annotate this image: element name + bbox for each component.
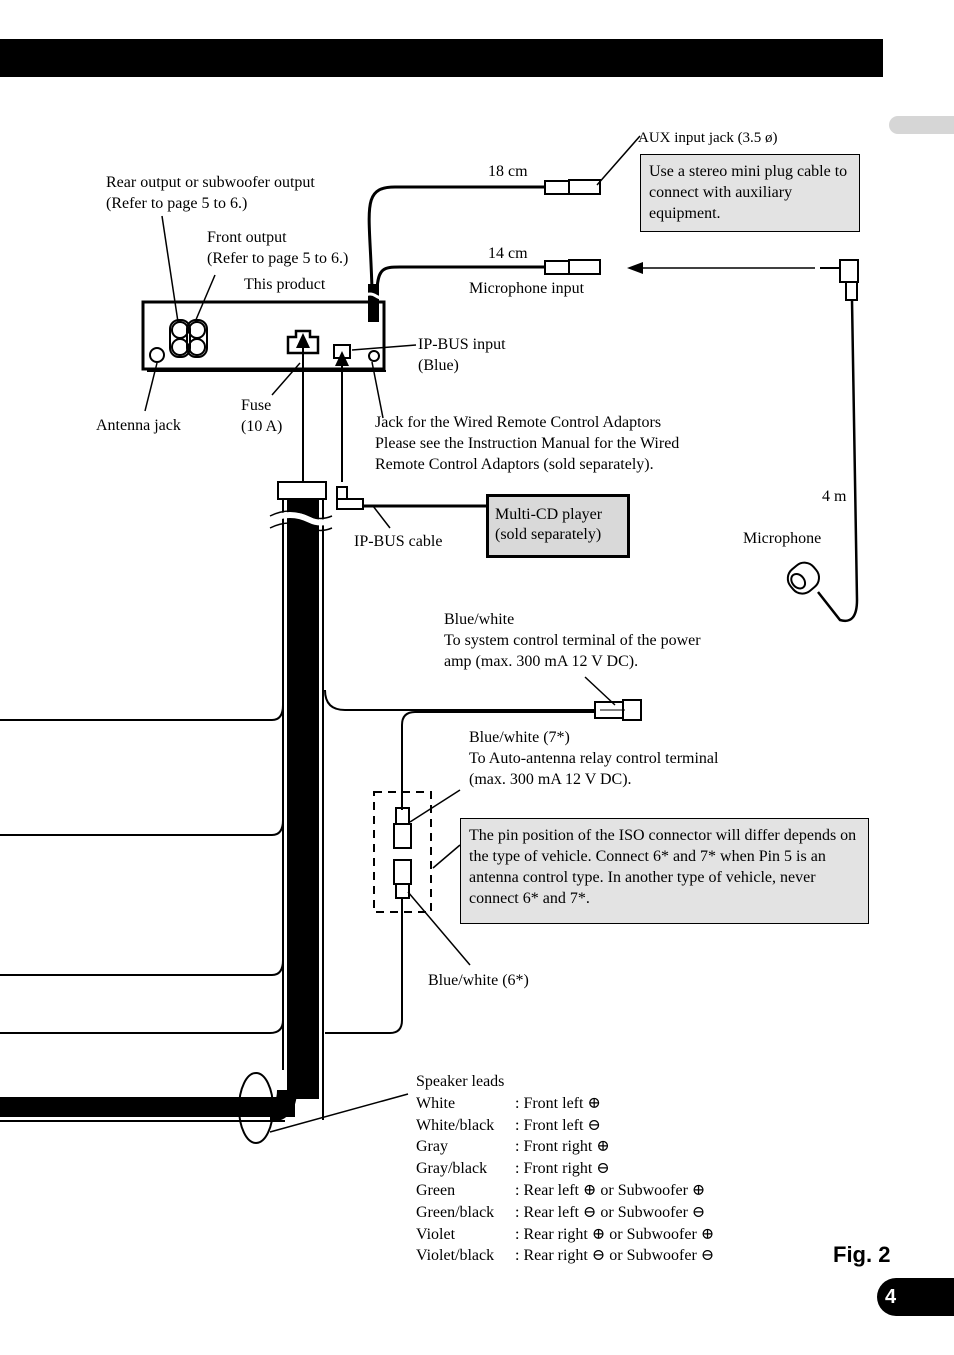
speaker-lead-row: Green: Rear left ⊕ or Subwoofer ⊕ (416, 1181, 706, 1199)
length-4m: 4 m (822, 488, 847, 505)
speaker-lead-row: Violet: Rear right ⊕ or Subwoofer ⊕ (416, 1225, 715, 1243)
speaker-lead-row: Violet/black: Rear right ⊖ or Subwoofer … (416, 1247, 715, 1265)
microphone-label: Microphone (743, 530, 822, 547)
aux-jack-label: AUX input jack (3.5 ø) (638, 130, 778, 146)
head-unit (141, 300, 386, 371)
ipbus-cable-label: IP-BUS cable (354, 533, 443, 550)
speaker-lead-row: Green/black: Rear left ⊖ or Subwoofer ⊖ (416, 1203, 706, 1221)
wired-remote-label: Jack for the Wired Remote Control Adapto… (375, 414, 680, 473)
length-14cm: 14 cm (488, 245, 528, 262)
multi-cd-player-box: Multi-CD player (sold separately) (486, 494, 630, 558)
antenna-jack-label: Antenna jack (96, 417, 181, 434)
speaker-leads-legend: Speaker leads White: Front left ⊕ White/… (416, 1071, 714, 1267)
page-number: 4 (877, 1278, 954, 1316)
ipbus-input-label: IP-BUS input (Blue) (418, 336, 506, 374)
speaker-lead-row: Gray/black: Front right ⊖ (416, 1160, 610, 1178)
mic-input-label: Microphone input (469, 280, 585, 297)
section-tab (889, 116, 954, 134)
iso-note-box: The pin position of the ISO connector wi… (460, 818, 869, 924)
speaker-lead-row: White: Front left ⊕ (416, 1094, 601, 1112)
this-product-label: This product (244, 276, 326, 293)
blue-white-6-label: Blue/white (6*) (428, 972, 529, 989)
blue-white-label: Blue/white To system control terminal of… (444, 611, 701, 670)
length-18cm: 18 cm (488, 163, 528, 180)
header-bar (0, 39, 883, 77)
aux-note-box: Use a stereo mini plug cable to connect … (640, 154, 860, 232)
rear-output-label: Rear output or subwoofer output (Refer t… (106, 174, 315, 212)
front-output-label: Front output (Refer to page 5 to 6.) (207, 229, 349, 267)
speaker-lead-row: Gray: Front right ⊕ (416, 1138, 610, 1156)
figure-label: Fig. 2 (833, 1242, 891, 1267)
speaker-leads-title: Speaker leads (416, 1073, 505, 1090)
blue-white-7-label: Blue/white (7*) To Auto-antenna relay co… (469, 729, 719, 788)
speaker-lead-row: White/black: Front left ⊖ (416, 1116, 601, 1134)
fuse-label: Fuse (10 A) (241, 397, 283, 435)
